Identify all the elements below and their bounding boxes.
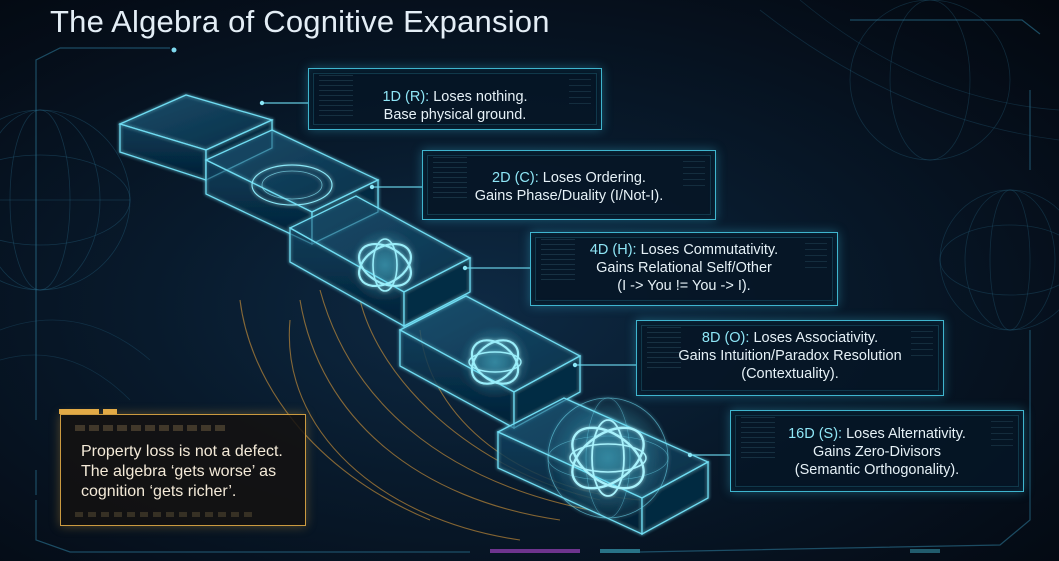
note-line1: Property loss is not a defect. [81,442,305,462]
callout-microtext [991,421,1013,451]
dimension-label: 16D (S): [788,426,842,442]
note-microtext [75,512,255,517]
callout-microtext [433,157,467,201]
callout-8d-line3: (Contextuality). [637,365,943,383]
callout-microtext [741,417,775,461]
frame-node-dot [172,48,177,53]
loss-text: Loses nothing. [429,89,527,105]
note-microtext [75,425,225,431]
globe-wireframe-right [850,0,1059,330]
callout-16d: 16D (S): Loses Alternativity. Gains Zero… [730,410,1024,492]
callout-microtext [319,75,353,119]
insight-note: Property loss is not a defect. The algeb… [60,414,306,526]
callout-microtext [541,239,575,283]
callout-8d-line2: Gains Intuition/Paradox Resolution [637,347,943,365]
callout-4d: 4D (H): Loses Commutativity. Gains Relat… [530,232,838,306]
callout-microtext [647,327,681,371]
loss-text: Loses Ordering. [539,170,646,186]
callout-4d-line3: (I -> You != You -> I). [531,277,837,295]
dimension-label: 2D (C): [492,170,539,186]
callout-4d-line1: 4D (H): Loses Commutativity. [531,241,837,259]
page-title: The Algebra of Cognitive Expansion [50,4,550,40]
callout-microtext [683,161,705,191]
dimension-label: 1D (R): [382,89,429,105]
note-tab-accent [59,409,99,414]
callout-8d: 8D (O): Loses Associativity. Gains Intui… [636,320,944,396]
block-16d [498,396,708,534]
dimension-label: 8D (O): [702,330,750,346]
note-tab-accent [103,409,117,414]
callout-1d: 1D (R): Loses nothing. Base physical gro… [308,68,602,130]
callout-microtext [911,331,933,361]
note-line2: The algebra ‘gets worse’ as [81,462,305,482]
loss-text: Loses Associativity. [749,330,878,346]
dimension-label: 4D (H): [590,242,637,258]
note-line3: cognition ‘gets richer’. [81,482,305,502]
loss-text: Loses Alternativity. [842,426,966,442]
callout-2d: 2D (C): Loses Ordering. Gains Phase/Dual… [422,150,716,220]
callout-microtext [805,243,827,273]
callout-microtext [569,79,591,109]
callout-16d-line3: (Semantic Orthogonality). [731,461,1023,479]
callout-8d-line1: 8D (O): Loses Associativity. [637,329,943,347]
loss-text: Loses Commutativity. [637,242,779,258]
globe-wireframe-left [0,110,130,290]
callout-4d-line2: Gains Relational Self/Other [531,259,837,277]
